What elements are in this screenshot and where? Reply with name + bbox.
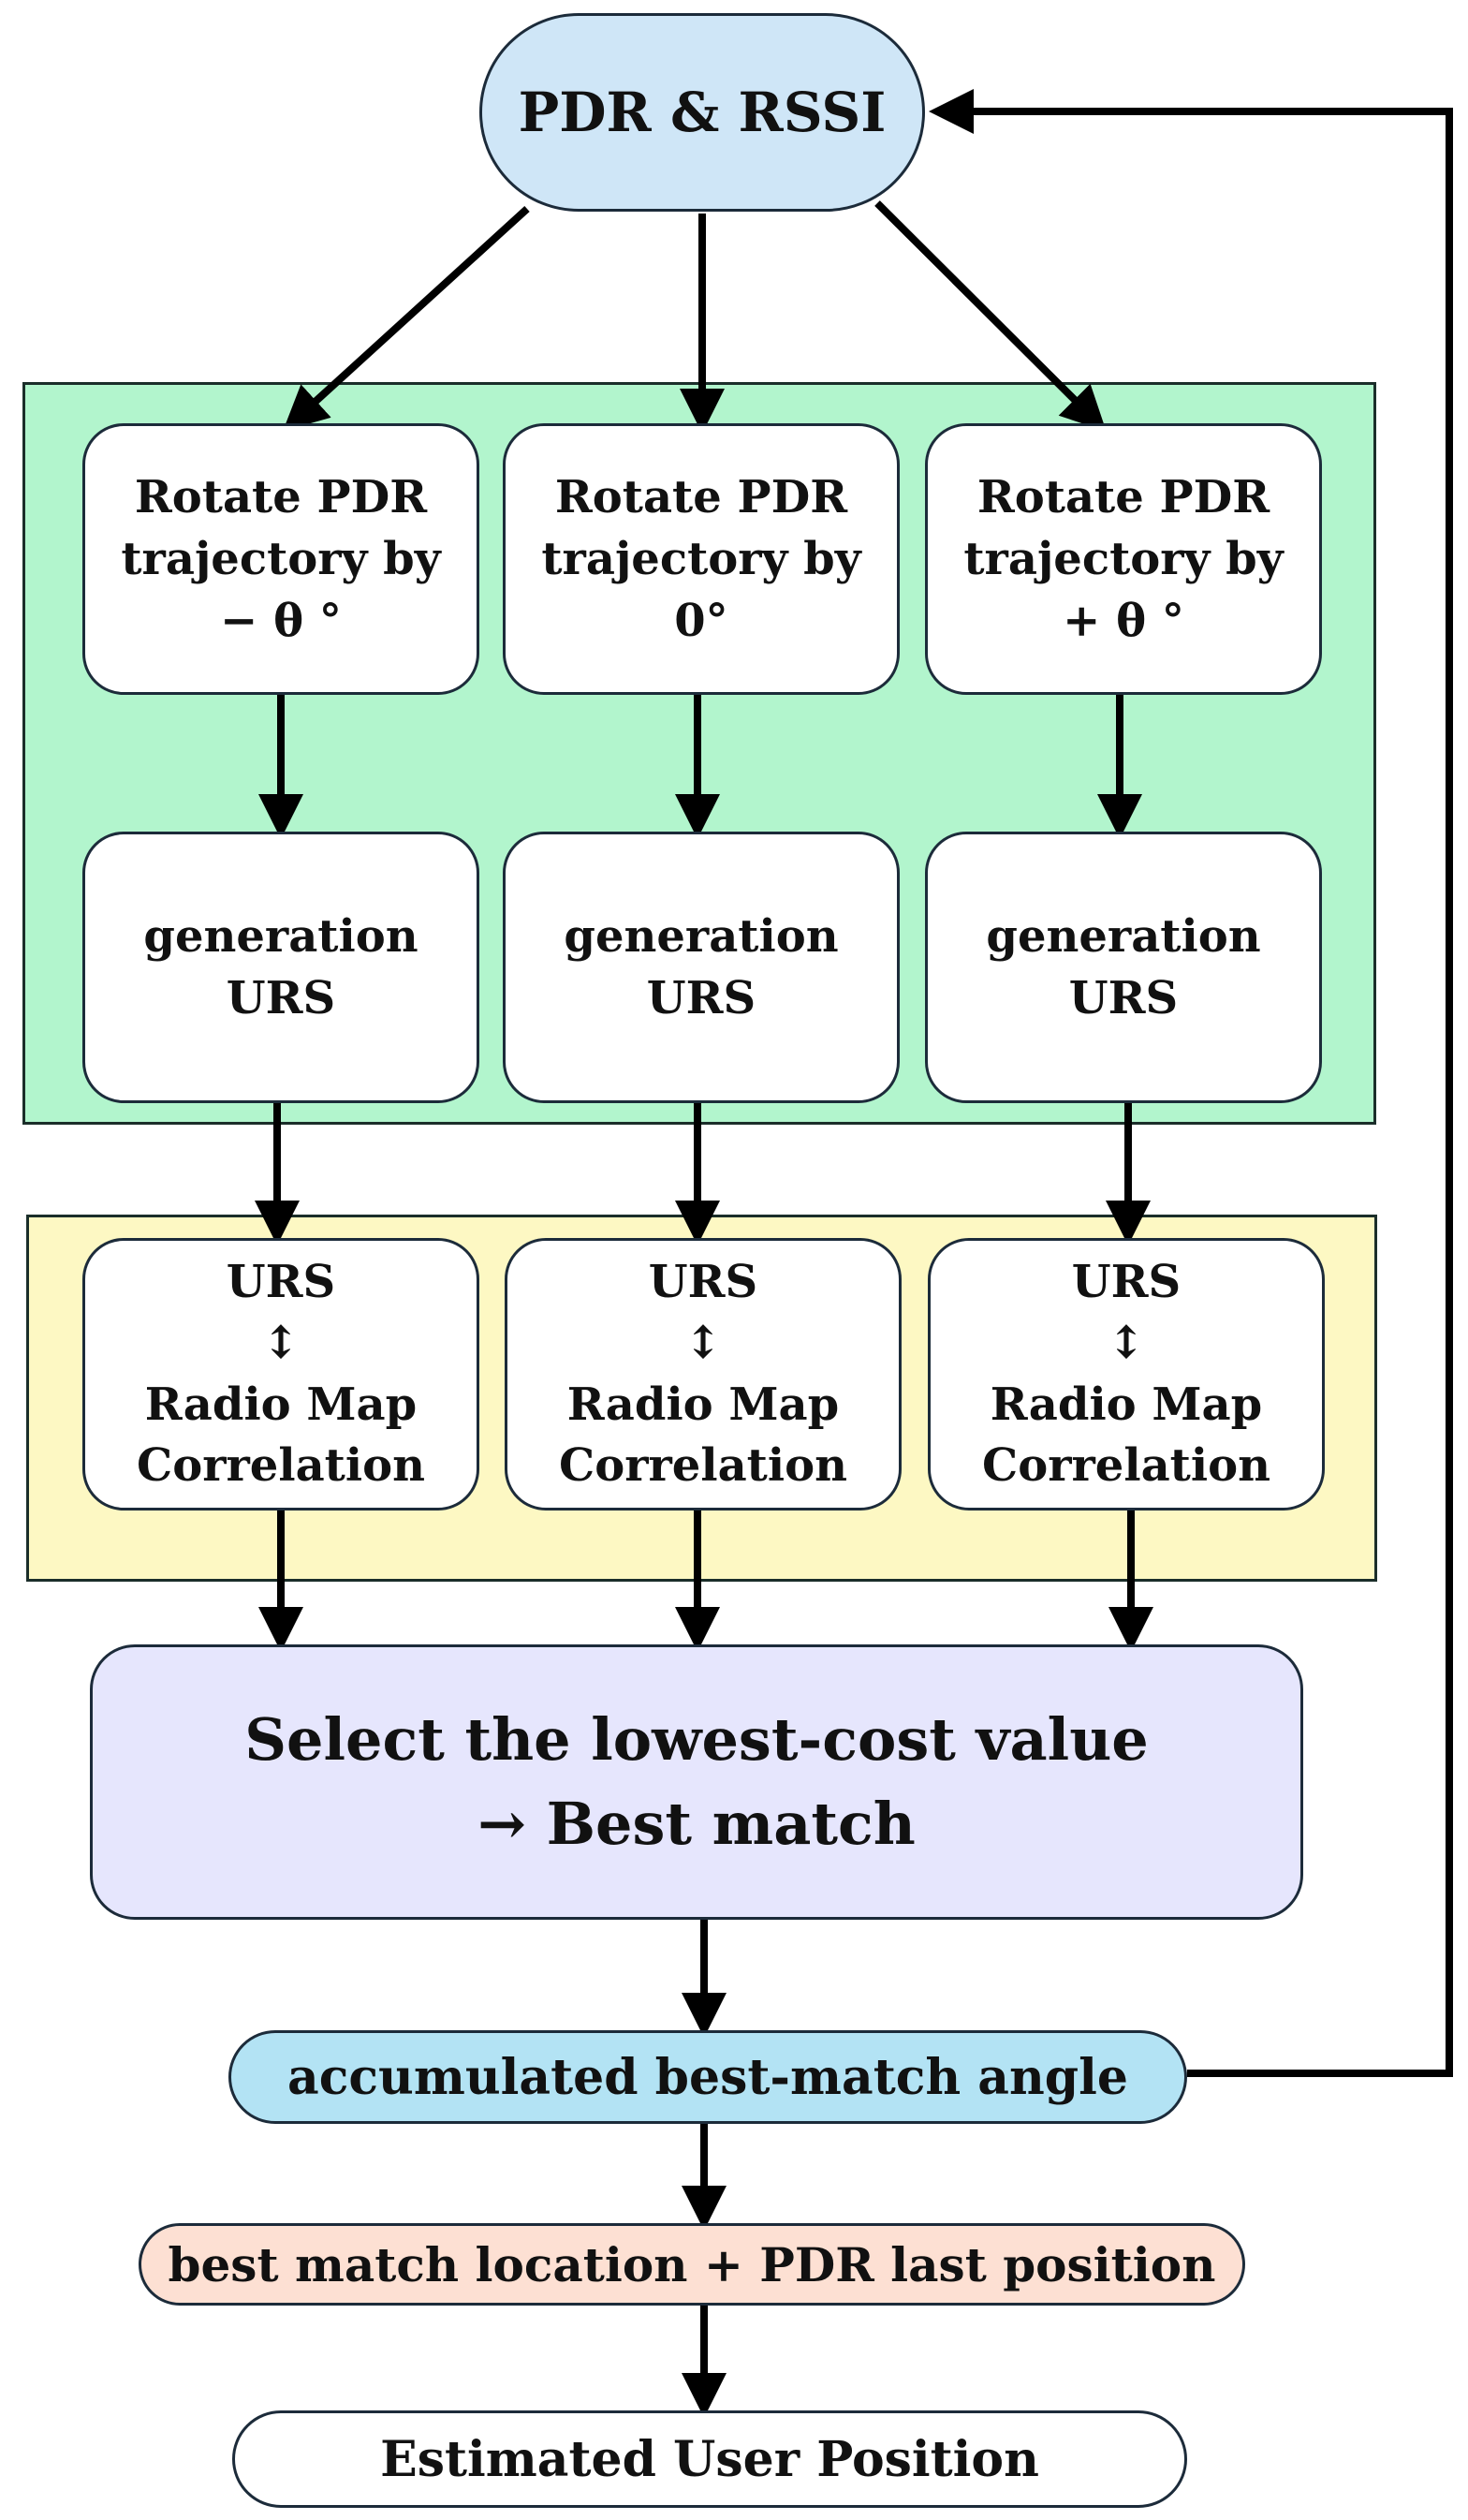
- correlation-2-updown-icon: ↕: [683, 1317, 723, 1370]
- estimated-position-label: Estimated User Position: [380, 2430, 1039, 2488]
- generation-urs-node-3: generation URS: [925, 832, 1322, 1103]
- correlation-3-line-4: Correlation: [982, 1438, 1270, 1492]
- estimated-position-node: Estimated User Position: [232, 2410, 1187, 2508]
- rotate-zero-node: Rotate PDR trajectory by 0°: [503, 423, 900, 695]
- rotate-zero-line-1: Rotate PDR: [554, 470, 848, 523]
- pdr-rssi-node: PDR & RSSI: [479, 13, 925, 212]
- correlation-node-3: URS ↕ Radio Map Correlation: [928, 1238, 1325, 1511]
- generation-3-line-1: generation: [986, 909, 1261, 963]
- select-line-2: → Best match: [477, 1790, 916, 1858]
- accumulated-angle-label: accumulated best-match angle: [287, 2048, 1128, 2106]
- generation-urs-node-2: generation URS: [503, 832, 900, 1103]
- select-line-1: Select the lowest-cost value: [244, 1705, 1149, 1775]
- best-match-location-label: best match location + PDR last position: [168, 2236, 1216, 2292]
- correlation-node-1: URS ↕ Radio Map Correlation: [82, 1238, 479, 1511]
- generation-3-line-2: URS: [1068, 972, 1179, 1024]
- accumulated-angle-node: accumulated best-match angle: [228, 2030, 1187, 2124]
- correlation-1-updown-icon: ↕: [261, 1317, 301, 1370]
- arrow-start-to-rotate-plus: [874, 200, 1107, 432]
- correlation-2-line-3: Radio Map: [566, 1378, 840, 1431]
- best-match-location-node: best match location + PDR last position: [139, 2223, 1245, 2306]
- correlation-3-line-1: URS: [1071, 1255, 1182, 1308]
- correlation-1-line-1: URS: [226, 1255, 336, 1308]
- rotate-minus-line-1: Rotate PDR: [134, 470, 428, 523]
- correlation-1-line-3: Radio Map: [144, 1378, 418, 1431]
- rotate-plus-theta-node: Rotate PDR trajectory by + θ °: [925, 423, 1322, 695]
- correlation-1-line-4: Correlation: [137, 1438, 425, 1492]
- rotate-plus-line-2: trajectory by: [963, 532, 1284, 585]
- rotate-minus-line-2: trajectory by: [121, 532, 441, 585]
- select-best-match-node: Select the lowest-cost value → Best matc…: [90, 1644, 1303, 1920]
- correlation-node-2: URS ↕ Radio Map Correlation: [505, 1238, 902, 1511]
- generation-2-line-1: generation: [564, 909, 839, 963]
- rotate-minus-line-3: − θ °: [220, 595, 342, 648]
- correlation-2-line-4: Correlation: [559, 1438, 847, 1492]
- generation-urs-node-1: generation URS: [82, 832, 479, 1103]
- rotate-plus-line-3: + θ °: [1063, 595, 1184, 648]
- arrow-start-to-rotate-minus: [283, 206, 530, 432]
- correlation-3-updown-icon: ↕: [1107, 1317, 1146, 1370]
- generation-1-line-1: generation: [143, 909, 418, 963]
- correlation-3-line-3: Radio Map: [990, 1378, 1263, 1431]
- rotate-zero-line-3: 0°: [674, 595, 728, 648]
- rotate-minus-theta-node: Rotate PDR trajectory by − θ °: [82, 423, 479, 695]
- pdr-rssi-label: PDR & RSSI: [518, 81, 887, 144]
- generation-1-line-2: URS: [226, 972, 336, 1024]
- correlation-2-line-1: URS: [648, 1255, 758, 1308]
- rotate-zero-line-2: trajectory by: [541, 532, 861, 585]
- feedback-arrow-angle-to-start: [929, 89, 1453, 2077]
- rotate-plus-line-1: Rotate PDR: [976, 470, 1270, 523]
- generation-2-line-2: URS: [646, 972, 756, 1024]
